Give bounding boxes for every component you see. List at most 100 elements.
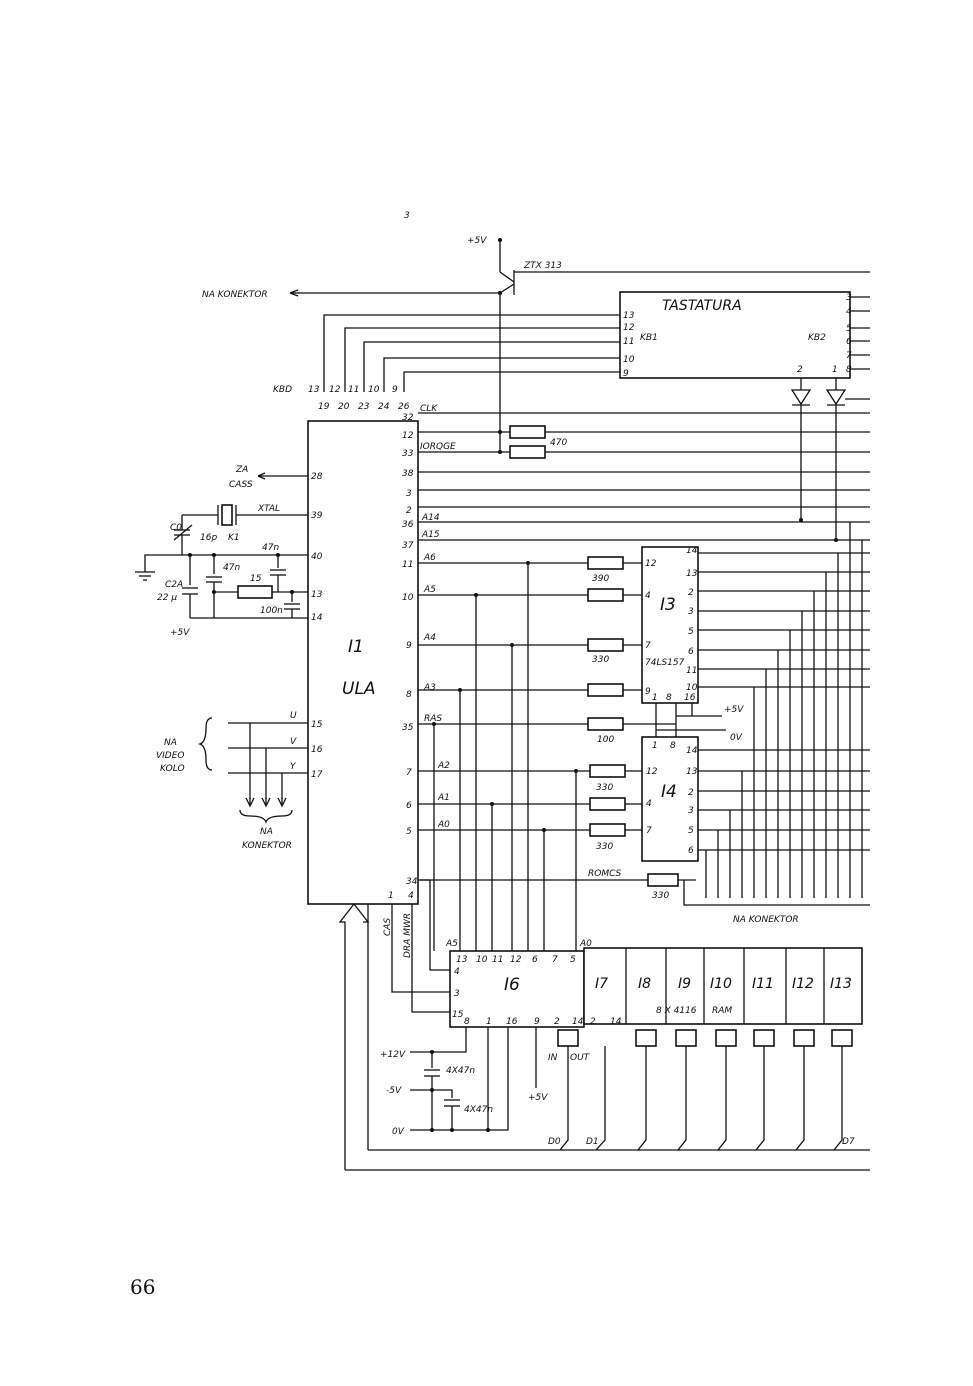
i4-right-pin: 13 xyxy=(686,767,698,777)
addr-label: RAS xyxy=(424,714,442,724)
i3-right-pin: 14 xyxy=(686,546,698,556)
i3-left-pin: 12 xyxy=(645,559,657,569)
d1-label: D1 xyxy=(586,1137,599,1147)
ram-chip-label: I7 xyxy=(595,976,608,992)
address-labels: A14 A15 A6 A5 A4 A3 RAS A2 A1 A0 xyxy=(421,513,450,830)
addr-label: A6 xyxy=(423,553,436,563)
ula-left-pin: 40 xyxy=(311,552,323,562)
transistor-label: ZTX 313 xyxy=(523,261,562,271)
i6-name: I6 xyxy=(504,975,520,995)
c16p-label: 16p xyxy=(200,533,217,543)
i6-a0-label: A0 xyxy=(579,939,592,949)
i6-top-pin: 5 xyxy=(570,955,576,965)
kb-right-pin: 8 xyxy=(846,365,852,375)
xtal-label: XTAL xyxy=(257,504,280,514)
i4-left-pin: 12 xyxy=(646,767,658,777)
cas-dramwr-lines xyxy=(391,880,450,1013)
i3-right-pin: 5 xyxy=(688,627,694,637)
d0-label: D0 xyxy=(548,1137,561,1147)
ula-right-pins: 32 12 33 38 3 2 36 37 11 10 9 8 35 7 6 5… xyxy=(402,413,418,887)
na-konektor-right-label: NA KONEKTOR xyxy=(733,915,799,925)
i4-left-pins: 12 4 7 xyxy=(646,767,658,836)
ula-right-bus xyxy=(418,412,870,881)
ram-chip-row xyxy=(583,947,863,1025)
i4-chip xyxy=(641,736,699,862)
kbd-bus xyxy=(323,314,620,392)
i4-right-pin: 14 xyxy=(686,746,698,756)
ula-left-pin: 28 xyxy=(311,472,323,482)
page-number: 66 xyxy=(130,1275,155,1299)
ula-left-pin: 13 xyxy=(311,590,323,600)
transistor-ztx313 xyxy=(498,238,870,295)
na-konektor-top-label: NA KONEKTOR xyxy=(202,290,268,300)
kb-left-pin: 10 xyxy=(623,355,635,365)
i6-bottom-pin: 9 xyxy=(534,1017,540,1027)
i3-bottom-pin: 1 xyxy=(652,693,658,703)
i4-left-pin: 7 xyxy=(646,826,652,836)
ula-bottom-pin: 1 xyxy=(388,891,394,901)
ula-left-pin: 16 xyxy=(311,745,323,755)
diode-1 xyxy=(790,378,812,520)
za-label: ZA xyxy=(235,465,248,475)
video-label: VIDEO xyxy=(156,751,185,761)
kb-right-pin: 6 xyxy=(846,337,852,347)
kb-right-pin: 4 xyxy=(846,307,852,317)
i3-type: 74LS157 xyxy=(645,658,685,668)
address-taps xyxy=(420,563,577,951)
i3-right-pin: 2 xyxy=(688,588,694,598)
i6-top-pin: 7 xyxy=(552,955,558,965)
i3-name: I3 xyxy=(660,595,676,615)
kb-left-pin: 13 xyxy=(623,311,635,321)
addr-label: A14 xyxy=(421,513,440,523)
i3-right-pin: 10 xyxy=(686,683,698,693)
kb-left-pin: 9 xyxy=(623,369,629,379)
i6-bottom-pin: 16 xyxy=(506,1017,518,1027)
i4-top-pin: 8 xyxy=(670,741,676,751)
i6-bottom-pin: 1 xyxy=(486,1017,492,1027)
i4-right-pin: 3 xyxy=(688,806,694,816)
ula-right-pin: 33 xyxy=(402,449,414,459)
plus5v-left-label: +5V xyxy=(170,628,190,638)
zero-v-bottom-label: 0V xyxy=(392,1127,405,1137)
minus5v-label: -5V xyxy=(386,1086,402,1096)
addr-label: A15 xyxy=(421,530,440,540)
i6-bottom-pin: 2 xyxy=(554,1017,560,1027)
addr-label: A2 xyxy=(437,761,450,771)
r15-label: 15 xyxy=(250,574,262,584)
cass-label: CASS xyxy=(229,480,253,490)
video-signal: V xyxy=(290,737,297,747)
r390-label: 390 xyxy=(592,574,609,584)
resistor-470-a xyxy=(509,425,546,439)
kb2-label: KB2 xyxy=(808,333,826,343)
ula-right-pin: 2 xyxy=(406,506,412,516)
ula-right-pin: 7 xyxy=(406,768,412,778)
ula-left-pin: 15 xyxy=(311,720,323,730)
ula-right-pin: 3 xyxy=(406,489,412,499)
kb1-label: KB1 xyxy=(640,333,658,343)
ram-chip-label: I9 xyxy=(678,976,691,992)
ula-right-pin: 35 xyxy=(402,723,414,733)
ula-right-pin: 5 xyxy=(406,827,412,837)
k1-label: K1 xyxy=(228,533,240,543)
i6-top-pin: 12 xyxy=(510,955,522,965)
addr-label: A1 xyxy=(437,793,450,803)
i4-top-pin: 1 xyxy=(652,741,658,751)
resistor-array xyxy=(587,556,626,837)
top-mark: 3 xyxy=(404,211,410,221)
trimmer-c0 xyxy=(173,515,193,555)
i4-left-pin: 4 xyxy=(646,799,652,809)
i3-left-pin: 7 xyxy=(645,641,651,651)
data-bus-lines xyxy=(338,902,870,1171)
kb-left-pin: 12 xyxy=(623,323,635,333)
diode-2 xyxy=(825,378,847,540)
kbd-pin: 10 xyxy=(368,385,380,395)
iorqge-label: IORQGE xyxy=(420,442,456,452)
keyboard-box xyxy=(619,291,851,379)
i6-top-pin: 6 xyxy=(532,955,538,965)
kbd-pin: 9 xyxy=(392,385,398,395)
zero-v-mid-label: 0V xyxy=(730,733,743,743)
ula-top-pin: 23 xyxy=(358,402,370,412)
r100-label: 100 xyxy=(597,735,614,745)
ula-left-pins: 28 39 40 13 14 15 16 17 xyxy=(311,472,323,780)
c100n-label: 100n xyxy=(260,606,283,616)
